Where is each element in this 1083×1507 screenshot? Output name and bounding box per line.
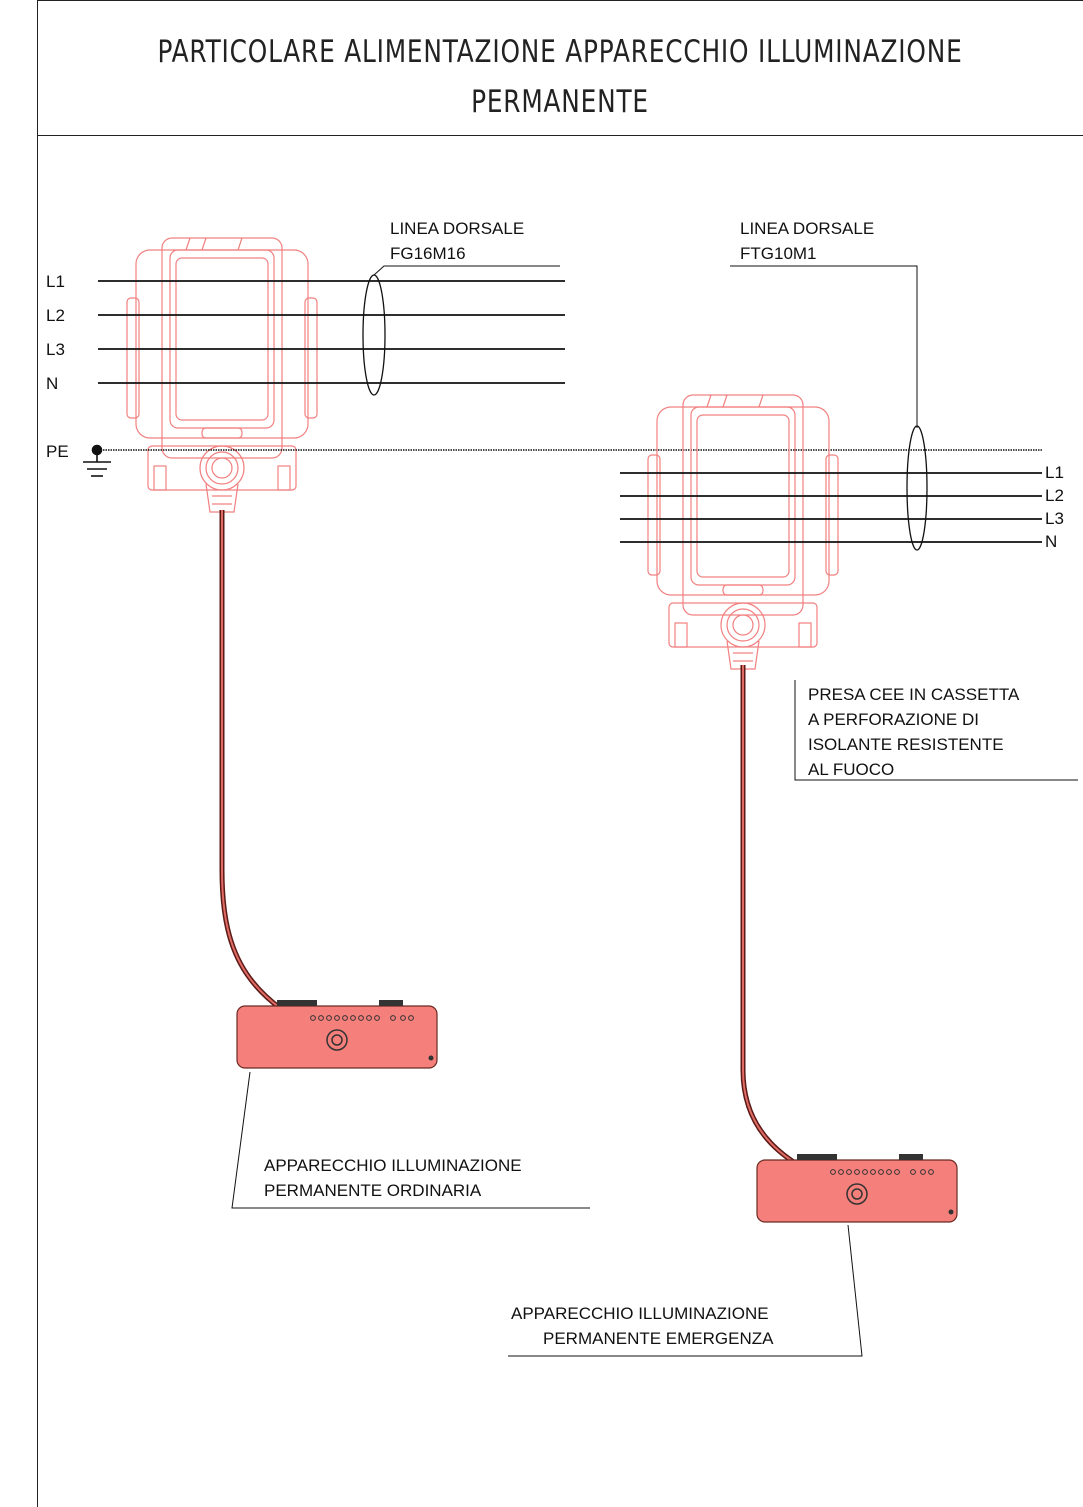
emergency-fixture — [756, 1153, 958, 1223]
right-conductor-l1: L1 — [1045, 463, 1064, 482]
ordinary-fixture-label-2: PERMANENTE ORDINARIA — [264, 1181, 482, 1200]
left-conductors — [98, 280, 565, 384]
emergency-fixture-leader — [508, 1224, 863, 1357]
left-conductor-l2: L2 — [46, 306, 65, 325]
ordinary-fixture — [236, 999, 438, 1069]
left-junction-box — [126, 237, 318, 513]
sheet-frame — [37, 0, 1083, 1507]
socket-note-line-4: AL FUOCO — [808, 760, 895, 779]
right-bundle-ellipse — [906, 425, 928, 551]
right-backbone-label-1: LINEA DORSALE — [740, 219, 875, 238]
socket-note-leader — [794, 680, 1078, 781]
socket-note-line-1: PRESA CEE IN CASSETTA — [808, 685, 1020, 704]
pe-label: PE — [46, 442, 69, 461]
title-line-1: PARTICOLARE ALIMENTAZIONE APPARECCHIO IL… — [157, 34, 963, 70]
left-conductor-l1: L1 — [46, 272, 65, 291]
left-bundle-leader — [373, 265, 560, 276]
left-backbone-label-1: LINEA DORSALE — [390, 219, 525, 238]
right-conductor-l2: L2 — [1045, 486, 1064, 505]
right-backbone-label-2: FTG10M1 — [740, 244, 817, 263]
ordinary-fixture-label-1: APPARECCHIO ILLUMINAZIONE — [264, 1156, 522, 1175]
emergency-fixture-label-2: PERMANENTE EMERGENZA — [543, 1329, 774, 1348]
title-block — [37, 0, 1083, 136]
emergency-fixture-label-1: APPARECCHIO ILLUMINAZIONE — [511, 1304, 769, 1323]
socket-note-line-3: ISOLANTE RESISTENTE — [808, 735, 1004, 754]
left-conductor-l3: L3 — [46, 340, 65, 359]
left-bundle-ellipse — [362, 274, 386, 396]
socket-note-line-2: A PERFORAZIONE DI — [808, 710, 979, 729]
right-conductors — [620, 472, 1042, 543]
left-drop-cable-core — [221, 510, 336, 1041]
right-bundle-leader — [730, 265, 918, 428]
left-backbone-label-2: FG16M16 — [390, 244, 466, 263]
ordinary-fixture-leader — [231, 1071, 590, 1209]
right-conductor-l3: L3 — [1045, 509, 1064, 528]
title-line-2: PERMANENTE — [471, 84, 649, 120]
right-junction-box — [647, 394, 839, 670]
right-conductor-n: N — [1045, 532, 1058, 551]
earth-icon — [83, 444, 111, 477]
left-conductor-n: N — [46, 374, 59, 393]
